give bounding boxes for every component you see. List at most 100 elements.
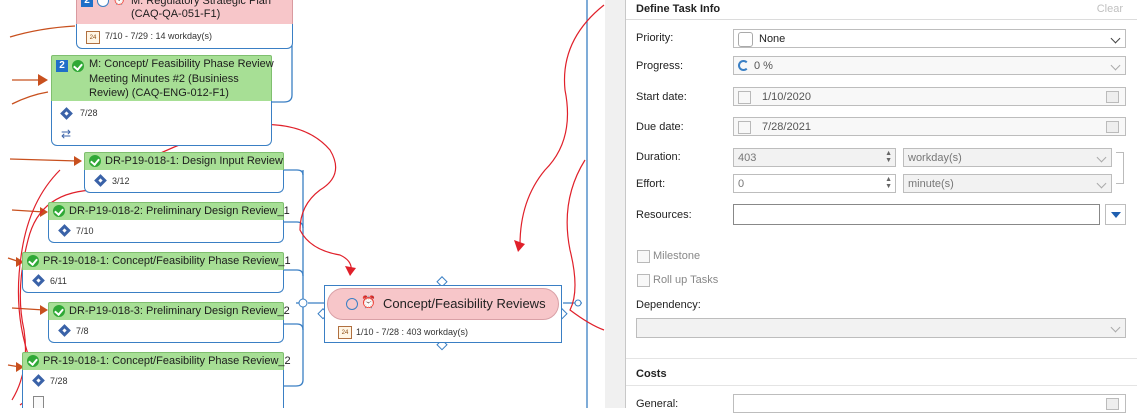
topic-preliminary-design-review-1[interactable]: DR-P19-018-2: Preliminary Design Review_… xyxy=(48,202,290,222)
effort-label: Effort: xyxy=(636,178,666,190)
date-range: 7/10 - 7/29 : 14 workday(s) xyxy=(105,31,213,41)
central-date-range: 1/10 - 7/28 : 403 workday(s) xyxy=(356,327,469,337)
calendar-picker-icon[interactable] xyxy=(1106,121,1119,133)
milestone-icon xyxy=(58,224,71,237)
topic-title-line1: M: Concept/ Feasibility Phase Review xyxy=(89,58,274,70)
start-date-value: 1/10/2020 xyxy=(762,91,811,103)
topic-regulatory-strategic-plan[interactable]: 2 ⏰ M: Regulatory Strategic Plan (CAQ-QA… xyxy=(76,0,293,26)
task-complete-icon xyxy=(53,205,65,217)
due-date-checkbox[interactable] xyxy=(738,121,751,134)
chevron-down-icon xyxy=(1110,322,1121,333)
spinner-icon[interactable]: ▲▼ xyxy=(885,150,892,164)
due-date: 7/28 xyxy=(80,108,98,118)
calendar-icon: 24 xyxy=(338,326,352,339)
topic-subinfo: 7/8 xyxy=(48,320,284,343)
topic-concept-feasibility-review-2[interactable]: PR-19-018-1: Concept/Feasibility Phase R… xyxy=(22,352,291,372)
duration-unit-value: workday(s) xyxy=(908,152,962,164)
dependency-icon: ⇄ xyxy=(61,127,72,141)
priority-select[interactable]: None xyxy=(733,29,1126,48)
topic-subinfo: 3/12 xyxy=(84,170,284,193)
central-topic[interactable]: ⏰ Concept/Feasibility Reviews xyxy=(327,288,559,320)
dependency-label: Dependency: xyxy=(636,299,701,311)
section-title: Define Task Info xyxy=(636,3,721,15)
task-complete-icon xyxy=(53,305,65,317)
due-date: 7/10 xyxy=(76,226,94,236)
central-topic-selection[interactable]: ⏰ Concept/Feasibility Reviews 24 1/10 - … xyxy=(324,285,562,343)
alarm-icon: ⏰ xyxy=(361,295,376,309)
due-date: 6/11 xyxy=(50,276,67,286)
topic-title: M: Regulatory Strategic Plan (CAQ-QA-051… xyxy=(131,0,272,20)
rollup-checkbox[interactable] xyxy=(637,274,650,287)
triangle-down-icon xyxy=(1111,212,1121,218)
topic-subinfo: 7/28 ⇄ xyxy=(51,101,272,146)
general-label: General: xyxy=(636,398,679,410)
milestone-icon xyxy=(60,107,73,120)
due-date-label: Due date: xyxy=(636,121,684,133)
due-date: 7/28 xyxy=(50,376,68,386)
due-date-value: 7/28/2021 xyxy=(762,121,811,133)
dependency-select[interactable] xyxy=(636,318,1126,338)
alarm-icon: ⏰ xyxy=(113,0,126,6)
topic-subinfo: 7/10 xyxy=(48,220,284,243)
start-date-field[interactable]: 1/10/2020 xyxy=(733,87,1126,106)
duration-unit-select[interactable]: workday(s) xyxy=(903,148,1112,167)
duration-input[interactable]: 403 ▲▼ xyxy=(733,148,896,167)
divider xyxy=(626,385,1137,386)
topic-title-line2: Meeting Minutes #2 (Businiess xyxy=(89,73,239,85)
start-date-checkbox[interactable] xyxy=(738,91,751,104)
mind-map-canvas[interactable]: 2 ⏰ M: Regulatory Strategic Plan (CAQ-QA… xyxy=(0,0,605,408)
chevron-down-icon xyxy=(1096,178,1107,189)
resources-input[interactable] xyxy=(733,204,1100,225)
due-date-field[interactable]: 7/28/2021 xyxy=(733,117,1126,136)
topic-subinfo: 6/11 xyxy=(22,270,284,293)
milestone-icon xyxy=(32,374,45,387)
topic-title: PR-19-018-1: Concept/Feasibility Phase R… xyxy=(43,355,291,367)
progress-icon xyxy=(738,60,749,71)
note-icon xyxy=(33,396,44,408)
spinner-icon[interactable]: ▲▼ xyxy=(885,176,892,190)
resources-dropdown-button[interactable] xyxy=(1105,204,1126,225)
task-complete-icon xyxy=(72,60,84,72)
divider xyxy=(626,358,1137,359)
priority-label: Priority: xyxy=(636,32,674,44)
calculator-icon[interactable] xyxy=(1106,398,1119,410)
task-complete-icon xyxy=(89,155,101,167)
chevron-down-icon xyxy=(1096,152,1107,163)
calendar-icon: 24 xyxy=(86,31,100,44)
topic-subinfo: 24 7/10 - 7/29 : 14 workday(s) xyxy=(76,24,293,49)
link-bracket-icon xyxy=(1116,152,1124,184)
progress-value: 0 % xyxy=(754,60,773,72)
effort-unit-select[interactable]: minute(s) xyxy=(903,174,1112,193)
task-complete-icon xyxy=(27,255,39,267)
topic-design-input-review[interactable]: DR-P19-018-1: Design Input Review xyxy=(84,152,284,172)
topic-concept-feasibility-meeting-minutes[interactable]: 2 M: Concept/ Feasibility Phase Review M… xyxy=(51,55,274,103)
general-cost-input[interactable] xyxy=(733,394,1126,413)
panel-splitter[interactable] xyxy=(605,0,625,408)
clear-button[interactable]: Clear xyxy=(1096,3,1123,15)
progress-select[interactable]: 0 % xyxy=(733,56,1126,75)
connector-lines xyxy=(7,0,605,408)
priority-value: None xyxy=(759,33,786,45)
topic-preliminary-design-review-2[interactable]: DR-P19-018-3: Preliminary Design Review_… xyxy=(48,302,290,322)
topic-title: DR-P19-018-2: Preliminary Design Review_… xyxy=(69,205,290,217)
milestone-icon xyxy=(94,174,107,187)
central-topic-title: Concept/Feasibility Reviews xyxy=(383,296,546,311)
progress-label: Progress: xyxy=(636,60,684,72)
duration-value: 403 xyxy=(738,152,757,164)
chevron-down-icon xyxy=(1110,33,1121,44)
priority-icon xyxy=(738,32,753,47)
topic-title-line3: Review) (CAQ-ENG-012-F1) xyxy=(89,87,229,99)
milestone-label: Milestone xyxy=(653,250,701,262)
due-date: 3/12 xyxy=(112,176,130,186)
costs-title: Costs xyxy=(636,368,667,380)
effort-value: 0 xyxy=(738,178,745,190)
rollup-label: Roll up Tasks xyxy=(653,274,719,286)
milestone-checkbox[interactable] xyxy=(637,250,650,263)
topic-title: PR-19-018-1: Concept/Feasibility Phase R… xyxy=(43,255,291,267)
resources-label: Resources: xyxy=(636,209,692,221)
topic-title: DR-P19-018-1: Design Input Review xyxy=(105,155,283,167)
progress-ring-icon xyxy=(97,0,109,7)
calendar-picker-icon[interactable] xyxy=(1106,91,1119,103)
effort-input[interactable]: 0 ▲▼ xyxy=(733,174,896,193)
topic-concept-feasibility-review-1[interactable]: PR-19-018-1: Concept/Feasibility Phase R… xyxy=(22,252,291,272)
